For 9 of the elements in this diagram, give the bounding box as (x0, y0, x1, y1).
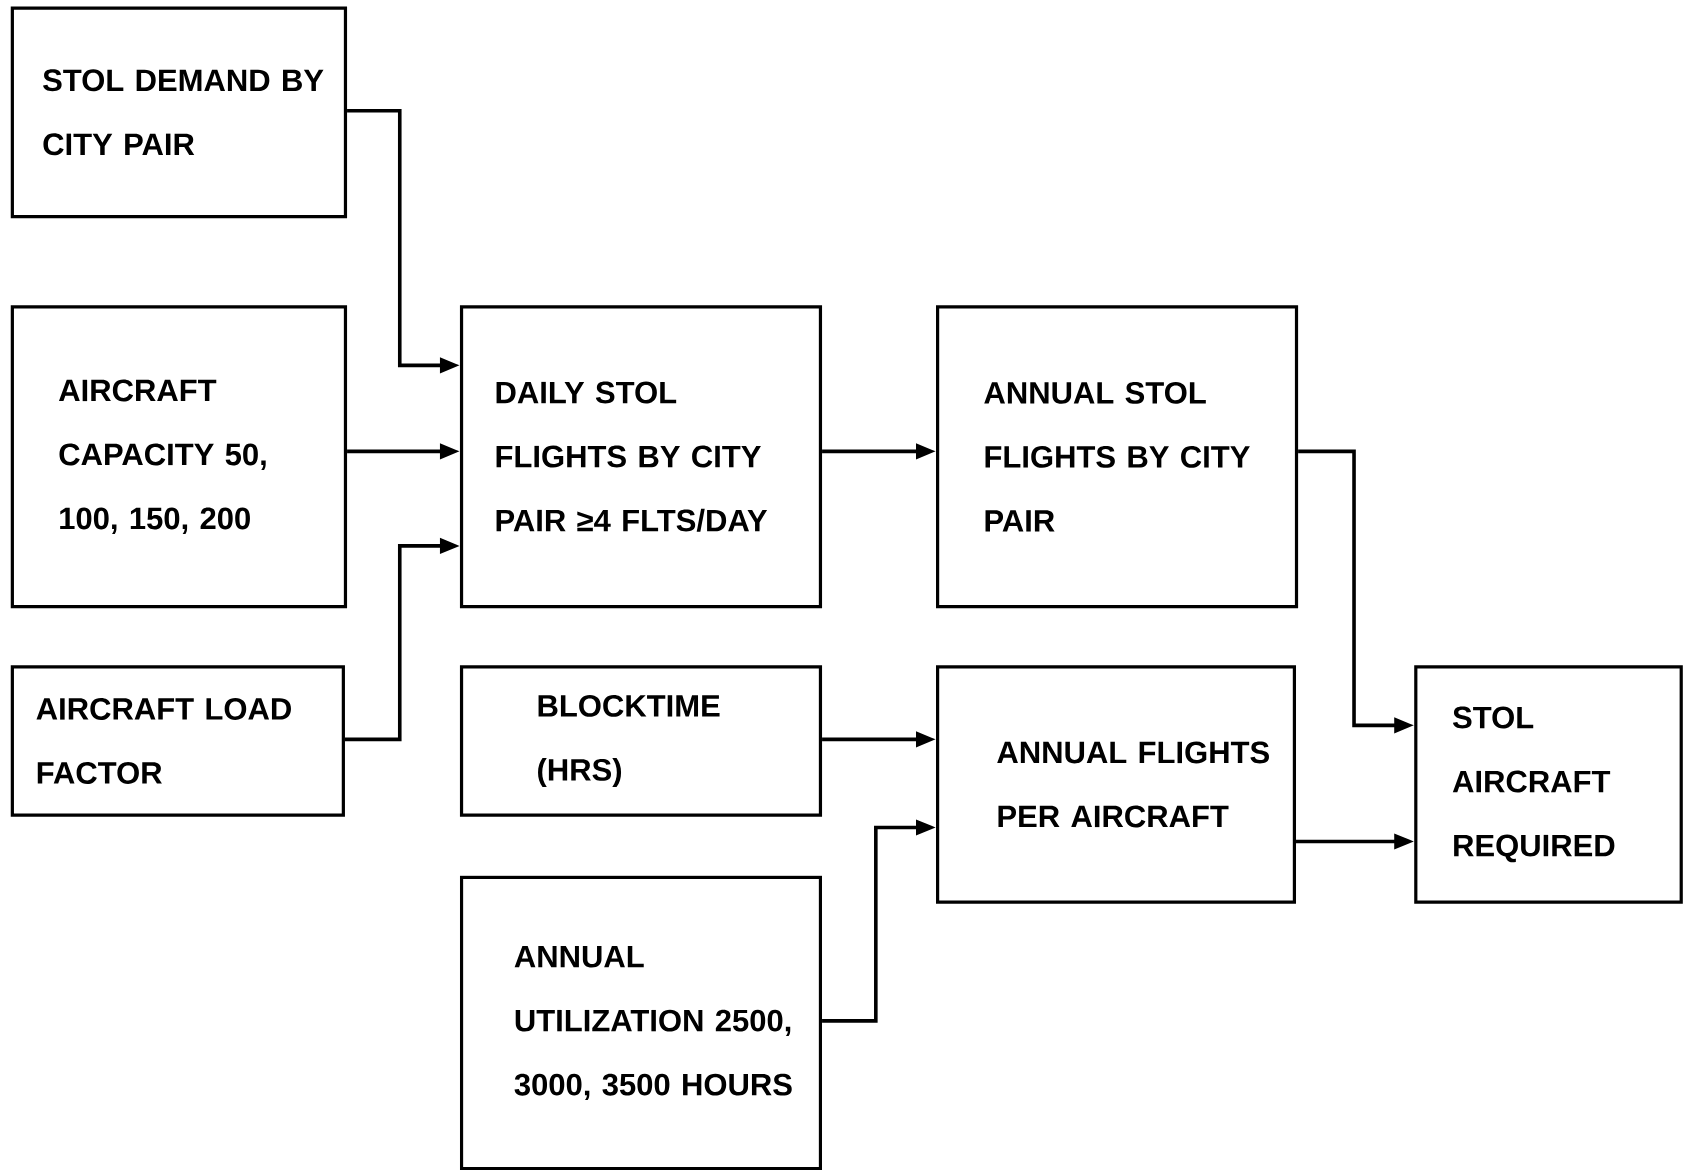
process-box: BLOCKTIME (HRS) (459, 665, 823, 817)
process-box: AIRCRAFT CAPACITY 50, 100, 150, 200 (10, 305, 348, 609)
process-box: DAILY STOL FLIGHTS BY CITY PAIR ≥4 FLTS/DAY (459, 305, 823, 609)
process-box: ANNUAL FLIGHTS PER AIRCRAFT (936, 665, 1296, 904)
process-box: ANNUAL STOL FLIGHTS BY CITY PAIR (936, 305, 1299, 609)
process-box: AIRCRAFT LOAD FACTOR (10, 665, 345, 817)
process-box: ANNUAL UTILIZATION 2500, 3000, 3500 HOURS (459, 875, 823, 1170)
process-box: STOL DEMAND BY CITY PAIR (10, 6, 348, 219)
process-box: STOL AIRCRAFT REQUIRED (1414, 665, 1683, 904)
